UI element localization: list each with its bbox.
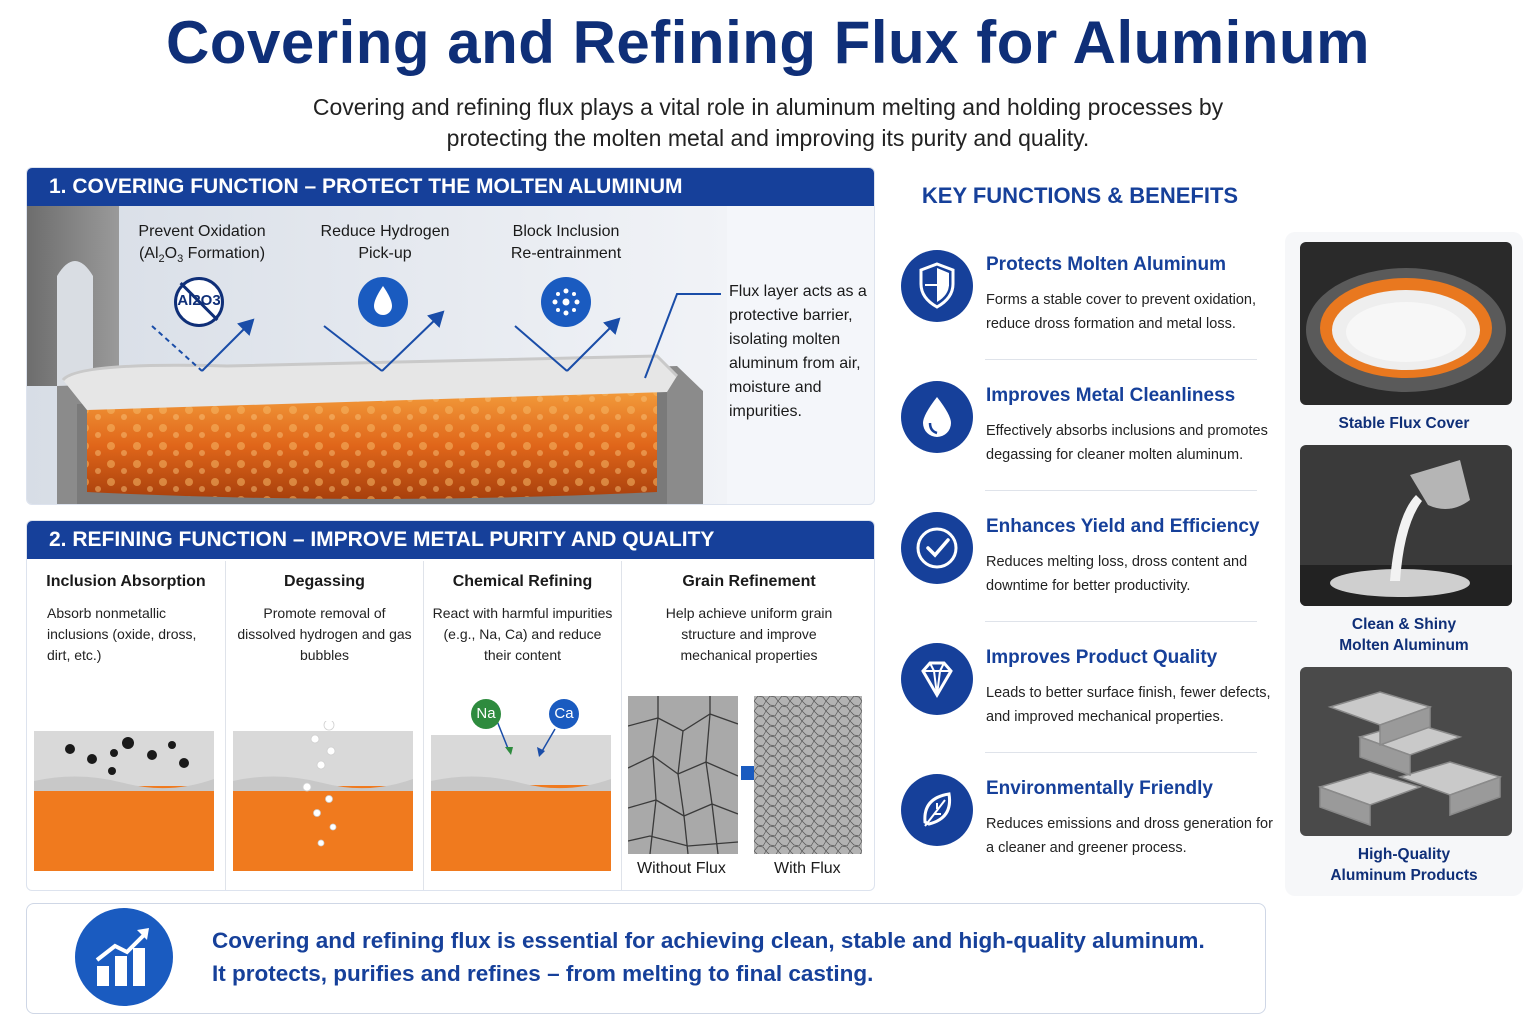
oxidation-formula-post: Formation)	[183, 245, 266, 262]
benefit-item: Protects Molten Aluminum Forms a stable …	[890, 230, 1270, 360]
degassing-title: Degassing	[284, 573, 365, 590]
benefit-desc: Forms a stable cover to prevent oxidatio…	[986, 292, 1256, 332]
coarse-grain-illustration	[628, 696, 738, 854]
molten-aluminum-photo	[1300, 445, 1512, 606]
grain-refinement-desc: Help achieve uniform grain structure and…	[665, 605, 833, 663]
fine-grain-illustration	[754, 696, 862, 854]
key-functions-heading: KEY FUNCTIONS & BENEFITS	[921, 183, 1239, 208]
molten-aluminum-caption-line1: Clean & Shiny	[1351, 616, 1457, 633]
prevent-oxidation-line1: Prevent Oxidation	[138, 223, 266, 240]
shield-icon	[901, 250, 973, 322]
molten-aluminum-caption-line2: Molten Aluminum	[1339, 637, 1469, 654]
reduce-hydrogen-label: Reduce Hydrogen Pick-up	[300, 221, 470, 265]
benefit-title: Environmentally Friendly	[986, 778, 1213, 799]
sodium-badge: Na	[471, 699, 501, 729]
grain-refinement-column: Grain Refinement Help achieve uniform gr…	[621, 561, 874, 890]
refining-heading: 2. REFINING FUNCTION – IMPROVE METAL PUR…	[27, 521, 874, 559]
subtitle-line-2: protecting the molten metal and improvin…	[446, 125, 1090, 151]
page-subtitle: Covering and refining flux plays a vital…	[268, 92, 1268, 154]
aluminum-products-caption-line1: High-Quality	[1357, 846, 1451, 863]
chemical-refining-column: Chemical Refining React with harmful imp…	[423, 561, 621, 890]
photo-column: Stable Flux Cover Clean & Shiny Molten A…	[1285, 232, 1523, 896]
summary-line-2: It protects, purifies and refines – from…	[212, 961, 874, 986]
grain-refinement-title: Grain Refinement	[682, 573, 816, 590]
no-oxide-icon: Al2O3	[174, 277, 224, 327]
benefit-item: Enhances Yield and Efficiency Reduces me…	[890, 490, 1270, 622]
leaf-icon	[901, 774, 973, 846]
oxidation-formula-sub2: 3	[177, 253, 184, 266]
oxidation-formula-sub1: 2	[158, 253, 165, 266]
benefit-desc: Reduces emissions and dross generation f…	[986, 816, 1273, 856]
refining-function-panel: 2. REFINING FUNCTION – IMPROVE METAL PUR…	[26, 520, 875, 891]
benefit-item: Environmentally Friendly Reduces emissio…	[890, 752, 1273, 884]
furnace-illustration	[27, 206, 727, 504]
covering-function-panel: 1. COVERING FUNCTION – PROTECT THE MOLTE…	[26, 167, 875, 505]
inclusion-dots-icon	[541, 277, 591, 327]
growth-chart-icon	[75, 908, 173, 1006]
aluminum-products-caption-line2: Aluminum Products	[1330, 867, 1478, 884]
page-title: Covering and Refining Flux for Aluminum	[166, 9, 1370, 76]
summary-text: Covering and refining flux is essential …	[212, 924, 1205, 990]
reduce-hydrogen-line1: Reduce Hydrogen	[320, 223, 450, 240]
degassing-desc: Promote removal of dissolved hydrogen an…	[237, 605, 412, 663]
flux-barrier-text: Flux layer acts as a protective barrier,…	[729, 283, 867, 420]
benefit-desc: Reduces melting loss, dross content and …	[986, 554, 1248, 594]
flux-cover-photo	[1300, 242, 1512, 405]
subtitle-line-1: Covering and refining flux plays a vital…	[312, 94, 1224, 120]
summary-line-1: Covering and refining flux is essential …	[212, 928, 1205, 953]
benefit-title: Improves Product Quality	[986, 647, 1218, 668]
reduce-hydrogen-line2: Pick-up	[358, 245, 412, 262]
benefit-item: Improves Metal Cleanliness Effectively a…	[890, 359, 1270, 491]
with-flux-label: With Flux	[774, 860, 841, 877]
oxidation-formula-mid: O	[164, 245, 178, 262]
molten-aluminum-caption: Clean & Shiny Molten Aluminum	[1285, 614, 1523, 656]
degassing-column: Degassing Promote removal of dissolved h…	[225, 561, 423, 890]
hydrogen-drop-icon	[358, 277, 408, 327]
summary-banner: Covering and refining flux is essential …	[26, 903, 1266, 1014]
benefit-title: Protects Molten Aluminum	[986, 254, 1226, 275]
inclusion-absorption-illustration	[34, 721, 214, 871]
prevent-oxidation-label: Prevent Oxidation (Al2O3 Formation)	[117, 221, 287, 270]
benefit-item: Improves Product Quality Leads to better…	[890, 621, 1271, 753]
degassing-illustration	[233, 721, 413, 871]
benefit-desc: Effectively absorbs inclusions and promo…	[986, 423, 1268, 463]
chemical-refining-title: Chemical Refining	[452, 573, 593, 590]
flux-cover-caption: Stable Flux Cover	[1338, 415, 1470, 432]
key-functions-list: Protects Molten Aluminum Forms a stable …	[890, 230, 1273, 890]
aluminum-products-caption: High-Quality Aluminum Products	[1285, 844, 1523, 886]
check-icon	[901, 512, 973, 584]
benefit-title: Improves Metal Cleanliness	[986, 385, 1236, 406]
block-inclusion-label: Block Inclusion Re-entrainment	[481, 221, 651, 265]
chemical-refining-illustration	[431, 721, 611, 871]
drop-icon	[901, 381, 973, 453]
benefit-desc: Leads to better surface finish, fewer de…	[986, 685, 1271, 725]
aluminum-products-photo	[1300, 667, 1512, 836]
block-inclusion-line2: Re-entrainment	[510, 245, 622, 262]
without-flux-label: Without Flux	[637, 860, 726, 877]
benefit-title: Enhances Yield and Efficiency	[986, 516, 1260, 537]
inclusion-absorption-desc: Absorb nonmetallic inclusions (oxide, dr…	[47, 605, 197, 663]
block-inclusion-line1: Block Inclusion	[512, 223, 620, 240]
chemical-refining-desc: React with harmful impurities (e.g., Na,…	[432, 605, 613, 663]
calcium-badge: Ca	[549, 699, 579, 729]
covering-heading: 1. COVERING FUNCTION – PROTECT THE MOLTE…	[27, 168, 874, 206]
inclusion-absorption-title: Inclusion Absorption	[46, 573, 206, 590]
inclusion-absorption-column: Inclusion Absorption Absorb nonmetallic …	[27, 561, 225, 890]
diamond-icon	[901, 643, 973, 715]
oxidation-formula-pre: (Al	[138, 245, 159, 262]
prevent-oxidation-line2: (Al2O3 Formation)	[117, 243, 287, 270]
